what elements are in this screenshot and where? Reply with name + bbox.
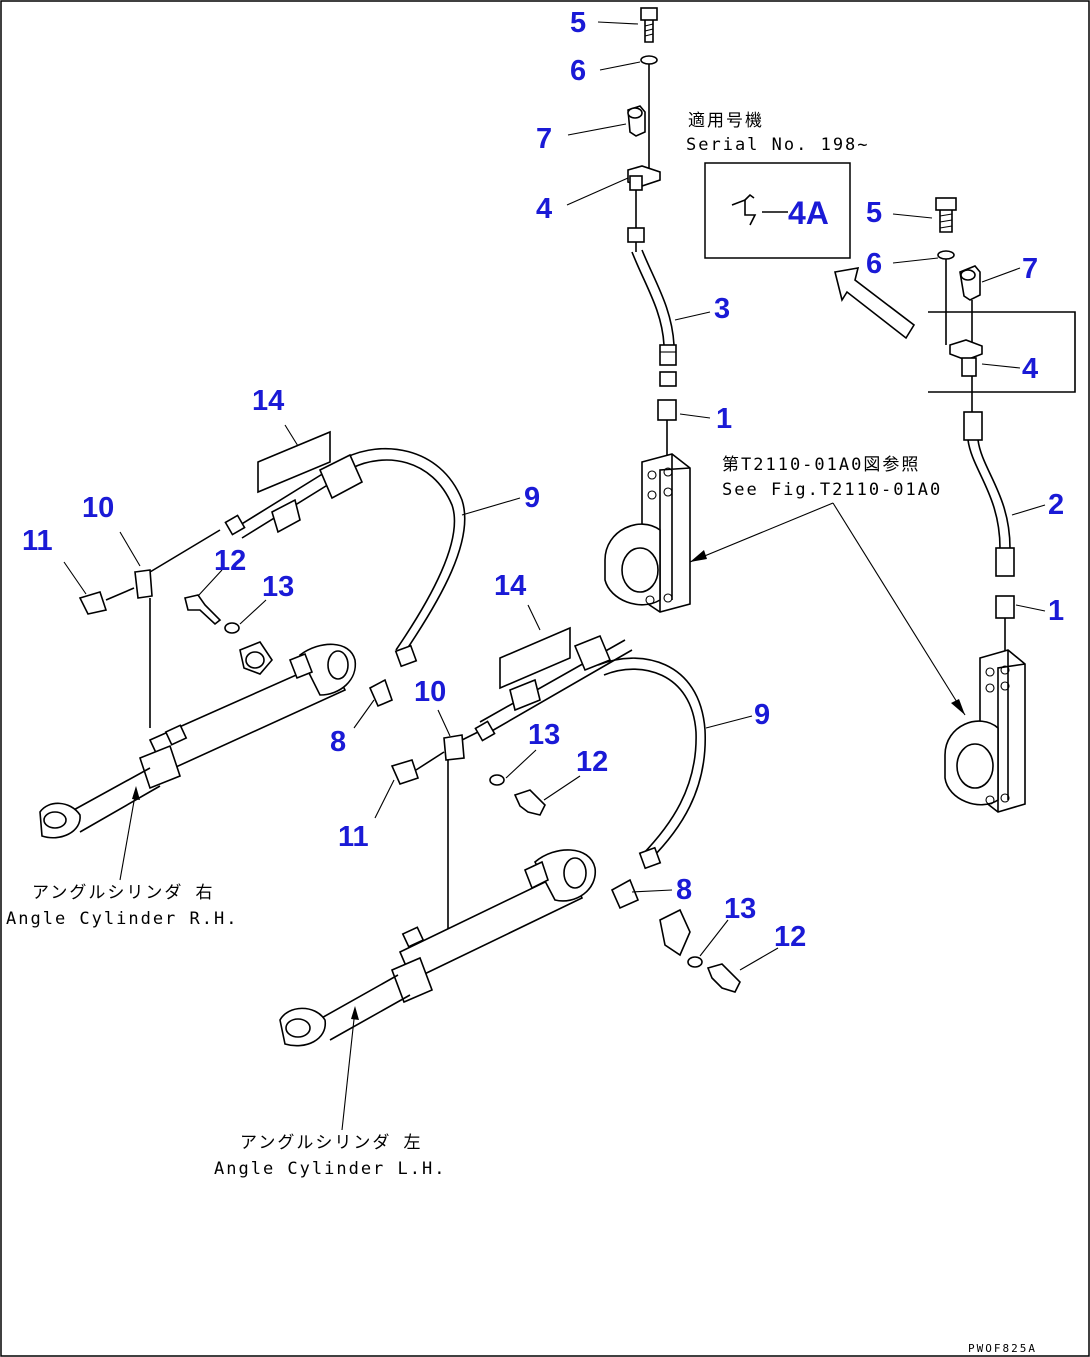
callout-3: 3 [714, 293, 730, 325]
callout-6-right: 6 [866, 248, 882, 280]
callout-11-left: 11 [22, 525, 53, 557]
callout-6-top: 6 [570, 55, 586, 87]
callout-9-right: 9 [754, 699, 770, 731]
callout-8-right: 8 [676, 874, 692, 906]
cylinder-lh-label-en: Angle Cylinder L.H. [214, 1159, 446, 1179]
callout-8-left: 8 [330, 726, 346, 758]
callout-14-left: 14 [252, 385, 284, 417]
callout-13-left: 13 [262, 571, 294, 603]
callout-5-top: 5 [570, 7, 586, 39]
callout-10-right: 10 [414, 676, 446, 708]
callout-1-right: 1 [1048, 595, 1064, 627]
callout-leaders [63, 21, 1046, 971]
callout-7-right: 7 [1022, 253, 1038, 285]
callout-14-right: 14 [494, 570, 526, 602]
callout-12-lower: 12 [774, 921, 806, 953]
callout-9-left: 9 [524, 482, 540, 514]
callout-2: 2 [1048, 489, 1064, 521]
angle-cylinder-lh [279, 626, 741, 1131]
callout-7-top: 7 [536, 123, 552, 155]
detail-box-4a [704, 162, 851, 259]
callout-1-mid: 1 [716, 403, 732, 435]
see-fig-note-en: See Fig.T2110-01A0 [722, 480, 942, 500]
callout-12-left: 12 [214, 545, 246, 577]
see-fig-leaders [689, 502, 966, 716]
top-center-assembly [604, 7, 691, 613]
callout-4-right: 4 [1022, 353, 1038, 385]
callout-5-right: 5 [866, 197, 882, 229]
callout-numbers: 5 6 7 4 3 1 4A 5 6 7 4 2 1 14 10 11 12 1… [22, 7, 1064, 953]
callout-4a: 4A [788, 195, 829, 231]
cylinder-rh-label-en: Angle Cylinder R.H. [6, 909, 238, 929]
right-detail-assembly [704, 162, 1076, 813]
callout-13-right: 13 [528, 719, 560, 751]
see-fig-note-jp: 第T2110-01A0図参照 [722, 455, 920, 475]
callout-10-left: 10 [82, 492, 114, 524]
serial-note-jp: 適用号機 [688, 111, 764, 131]
angle-cylinder-rh [39, 430, 466, 881]
drawing-code: PWOF825A [968, 1342, 1037, 1355]
notes: 適用号機 Serial No. 198~ 第T2110-01A0図参照 See … [6, 111, 1037, 1355]
cylinder-lh-label-jp: アングルシリンダ 左 [240, 1133, 423, 1153]
cylinder-rh-label-jp: アングルシリンダ 右 [32, 883, 215, 903]
callout-11-right: 11 [338, 821, 369, 853]
callout-4-top: 4 [536, 193, 552, 225]
serial-note-en: Serial No. 198~ [686, 135, 870, 155]
callout-12-right: 12 [576, 746, 608, 778]
callout-13-lower: 13 [724, 893, 756, 925]
